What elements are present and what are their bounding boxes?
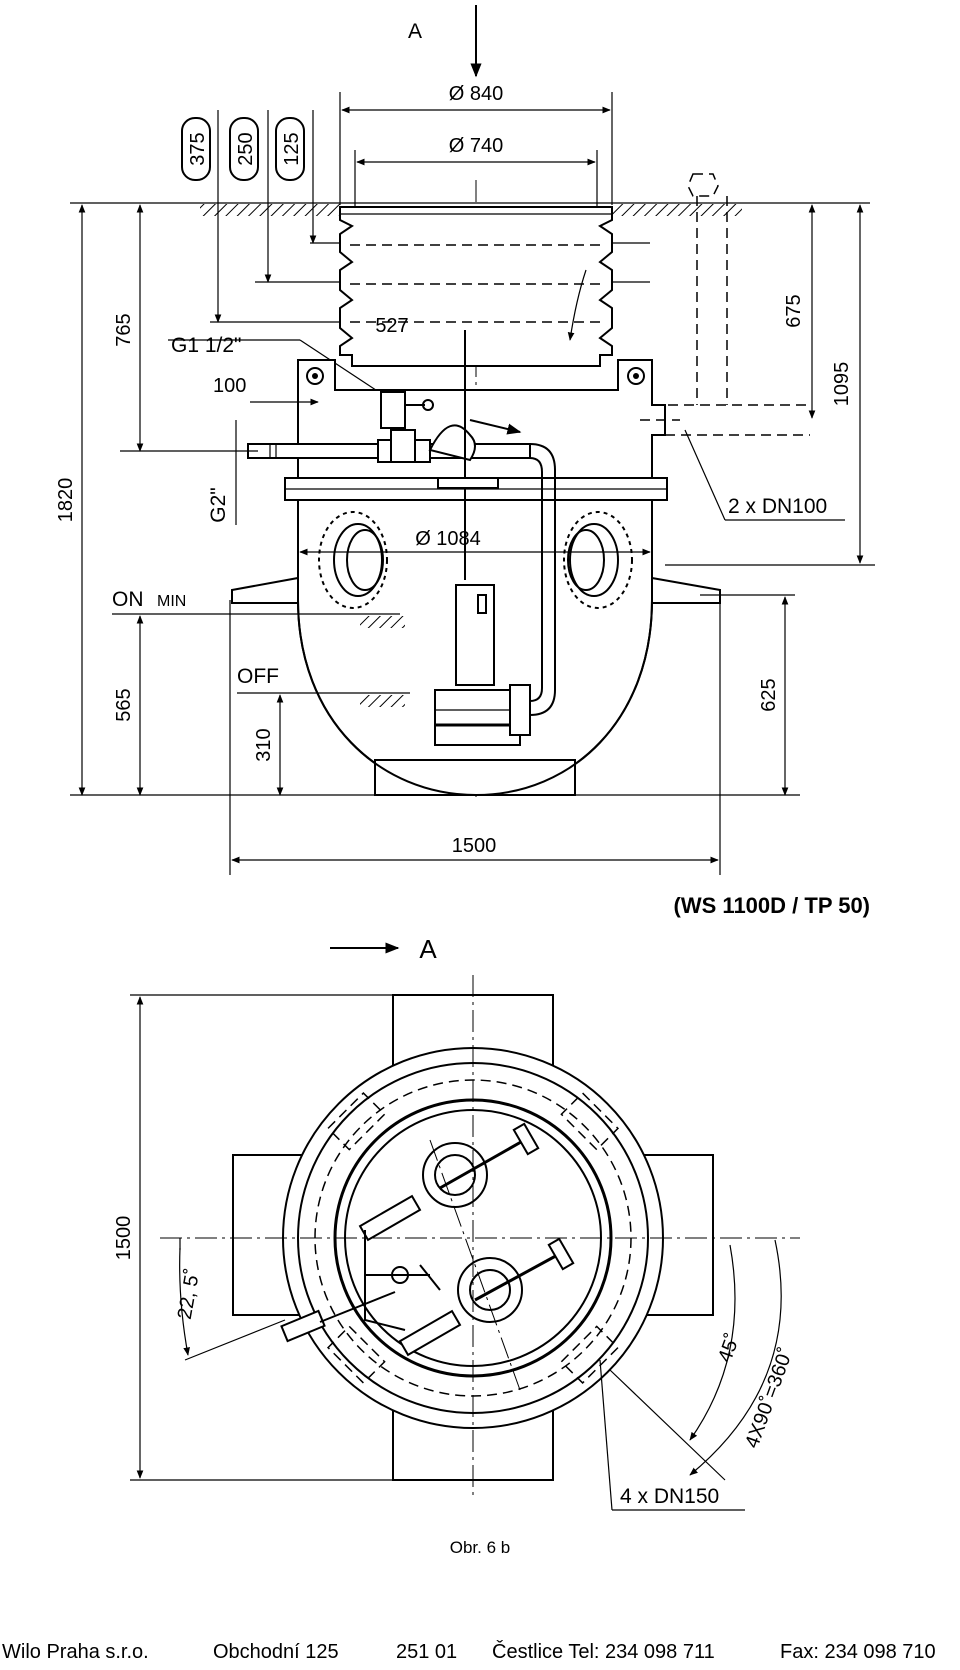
dim-1095: 1095 bbox=[831, 362, 853, 407]
footer-postcode: 251 01 bbox=[396, 1641, 458, 1663]
plan-view: A bbox=[113, 934, 800, 1511]
dim-1500: 1500 bbox=[452, 835, 497, 857]
footer-company: Wilo Praha s.r.o. bbox=[2, 1641, 149, 1663]
angle225-leader bbox=[184, 1319, 286, 1361]
ground-hatch-right bbox=[612, 204, 742, 216]
model-label: (WS 1100D / TP 50) bbox=[674, 893, 870, 918]
dim-840: Ø 840 bbox=[449, 83, 503, 105]
inlet-opening-right bbox=[563, 511, 633, 609]
inlet-socket-ne bbox=[560, 1091, 620, 1151]
ring-height-250: 250 bbox=[229, 117, 259, 181]
ground-hatch-left bbox=[200, 204, 340, 216]
anchor-left bbox=[231, 576, 299, 604]
leader-dn150-a bbox=[599, 1359, 613, 1511]
bolt-left bbox=[306, 367, 324, 385]
bolt-right-center bbox=[633, 373, 639, 379]
level-off-hatch bbox=[360, 695, 405, 707]
angle-45: 45˚ bbox=[714, 1331, 745, 1366]
label-dn150: 4 x DN150 bbox=[620, 1485, 719, 1508]
figure-caption: Obr. 6 b bbox=[449, 1538, 511, 1557]
plan-pump-axis bbox=[429, 1139, 521, 1391]
label-on: ON bbox=[112, 588, 144, 611]
submersible-pump bbox=[434, 584, 531, 746]
section-view: A Ø 840 Ø 740 375 250 125 bbox=[55, 5, 875, 918]
angle360-arc bbox=[689, 1239, 782, 1476]
leader-g1 bbox=[299, 339, 389, 399]
angle-leader-45 bbox=[609, 1369, 726, 1481]
tank-base bbox=[374, 759, 576, 796]
footer-city-tel: Čestlice Tel: 234 098 711 bbox=[492, 1641, 715, 1663]
dim-1820: 1820 bbox=[55, 478, 77, 523]
dim-310: 310 bbox=[253, 728, 275, 761]
dim-527: 527 bbox=[375, 315, 408, 337]
angle-225: 22, 5˚ bbox=[174, 1267, 205, 1321]
inlet-socket-sw bbox=[326, 1325, 386, 1385]
dim-1084: Ø 1084 bbox=[415, 528, 481, 550]
corrugated-riser bbox=[339, 206, 613, 367]
angle45-arc bbox=[689, 1244, 736, 1441]
anchor-right bbox=[651, 576, 721, 604]
dim-565: 565 bbox=[113, 688, 135, 721]
dim-625: 625 bbox=[758, 678, 780, 711]
tank-shoulder bbox=[297, 359, 666, 483]
footer-street: Obchodní 125 bbox=[213, 1641, 339, 1663]
dim-740: Ø 740 bbox=[449, 135, 503, 157]
level-on-hatch bbox=[360, 616, 405, 628]
ring-height-375: 375 bbox=[181, 117, 211, 181]
leader-dn100 bbox=[684, 429, 726, 521]
footer-fax: Fax: 234 098 710 bbox=[780, 1641, 936, 1663]
view-marker-top: A bbox=[408, 20, 422, 43]
check-valve bbox=[428, 419, 522, 462]
dim-100: 100 bbox=[213, 375, 246, 397]
svg-text:125: 125 bbox=[281, 132, 303, 165]
label-off: OFF bbox=[237, 665, 279, 688]
bolt-right bbox=[627, 367, 645, 385]
plan-discharge-piping bbox=[280, 1194, 462, 1357]
label-g1: G1 1/2" bbox=[171, 334, 242, 357]
pump-bracket bbox=[437, 477, 499, 489]
dim-675: 675 bbox=[783, 294, 805, 327]
ring-height-125: 125 bbox=[275, 117, 305, 181]
svg-text:250: 250 bbox=[235, 132, 257, 165]
label-on-min: MIN bbox=[157, 593, 186, 610]
bolt-left-center bbox=[312, 373, 318, 379]
ball-valve bbox=[380, 391, 434, 463]
label-g2: G2" bbox=[207, 487, 230, 522]
plan-pump-upper bbox=[422, 1122, 540, 1208]
inlet-socket-nw bbox=[326, 1091, 386, 1151]
dim-765: 765 bbox=[113, 313, 135, 346]
vent-cap bbox=[687, 173, 719, 197]
svg-text:375: 375 bbox=[187, 132, 209, 165]
riser-seal-arrow bbox=[567, 269, 587, 341]
plan-pump-lower bbox=[457, 1237, 575, 1323]
angle225-arc bbox=[179, 1247, 190, 1356]
label-dn100: 2 x DN100 bbox=[728, 495, 827, 518]
angle-360: 4X90˚=360˚ bbox=[741, 1345, 798, 1451]
footer: Wilo Praha s.r.o. Obchodní 125 251 01 Če… bbox=[0, 1641, 960, 1667]
plan-dim-1500: 1500 bbox=[113, 1216, 135, 1261]
inlet-opening-left bbox=[318, 511, 388, 609]
view-marker-plan: A bbox=[419, 934, 437, 964]
